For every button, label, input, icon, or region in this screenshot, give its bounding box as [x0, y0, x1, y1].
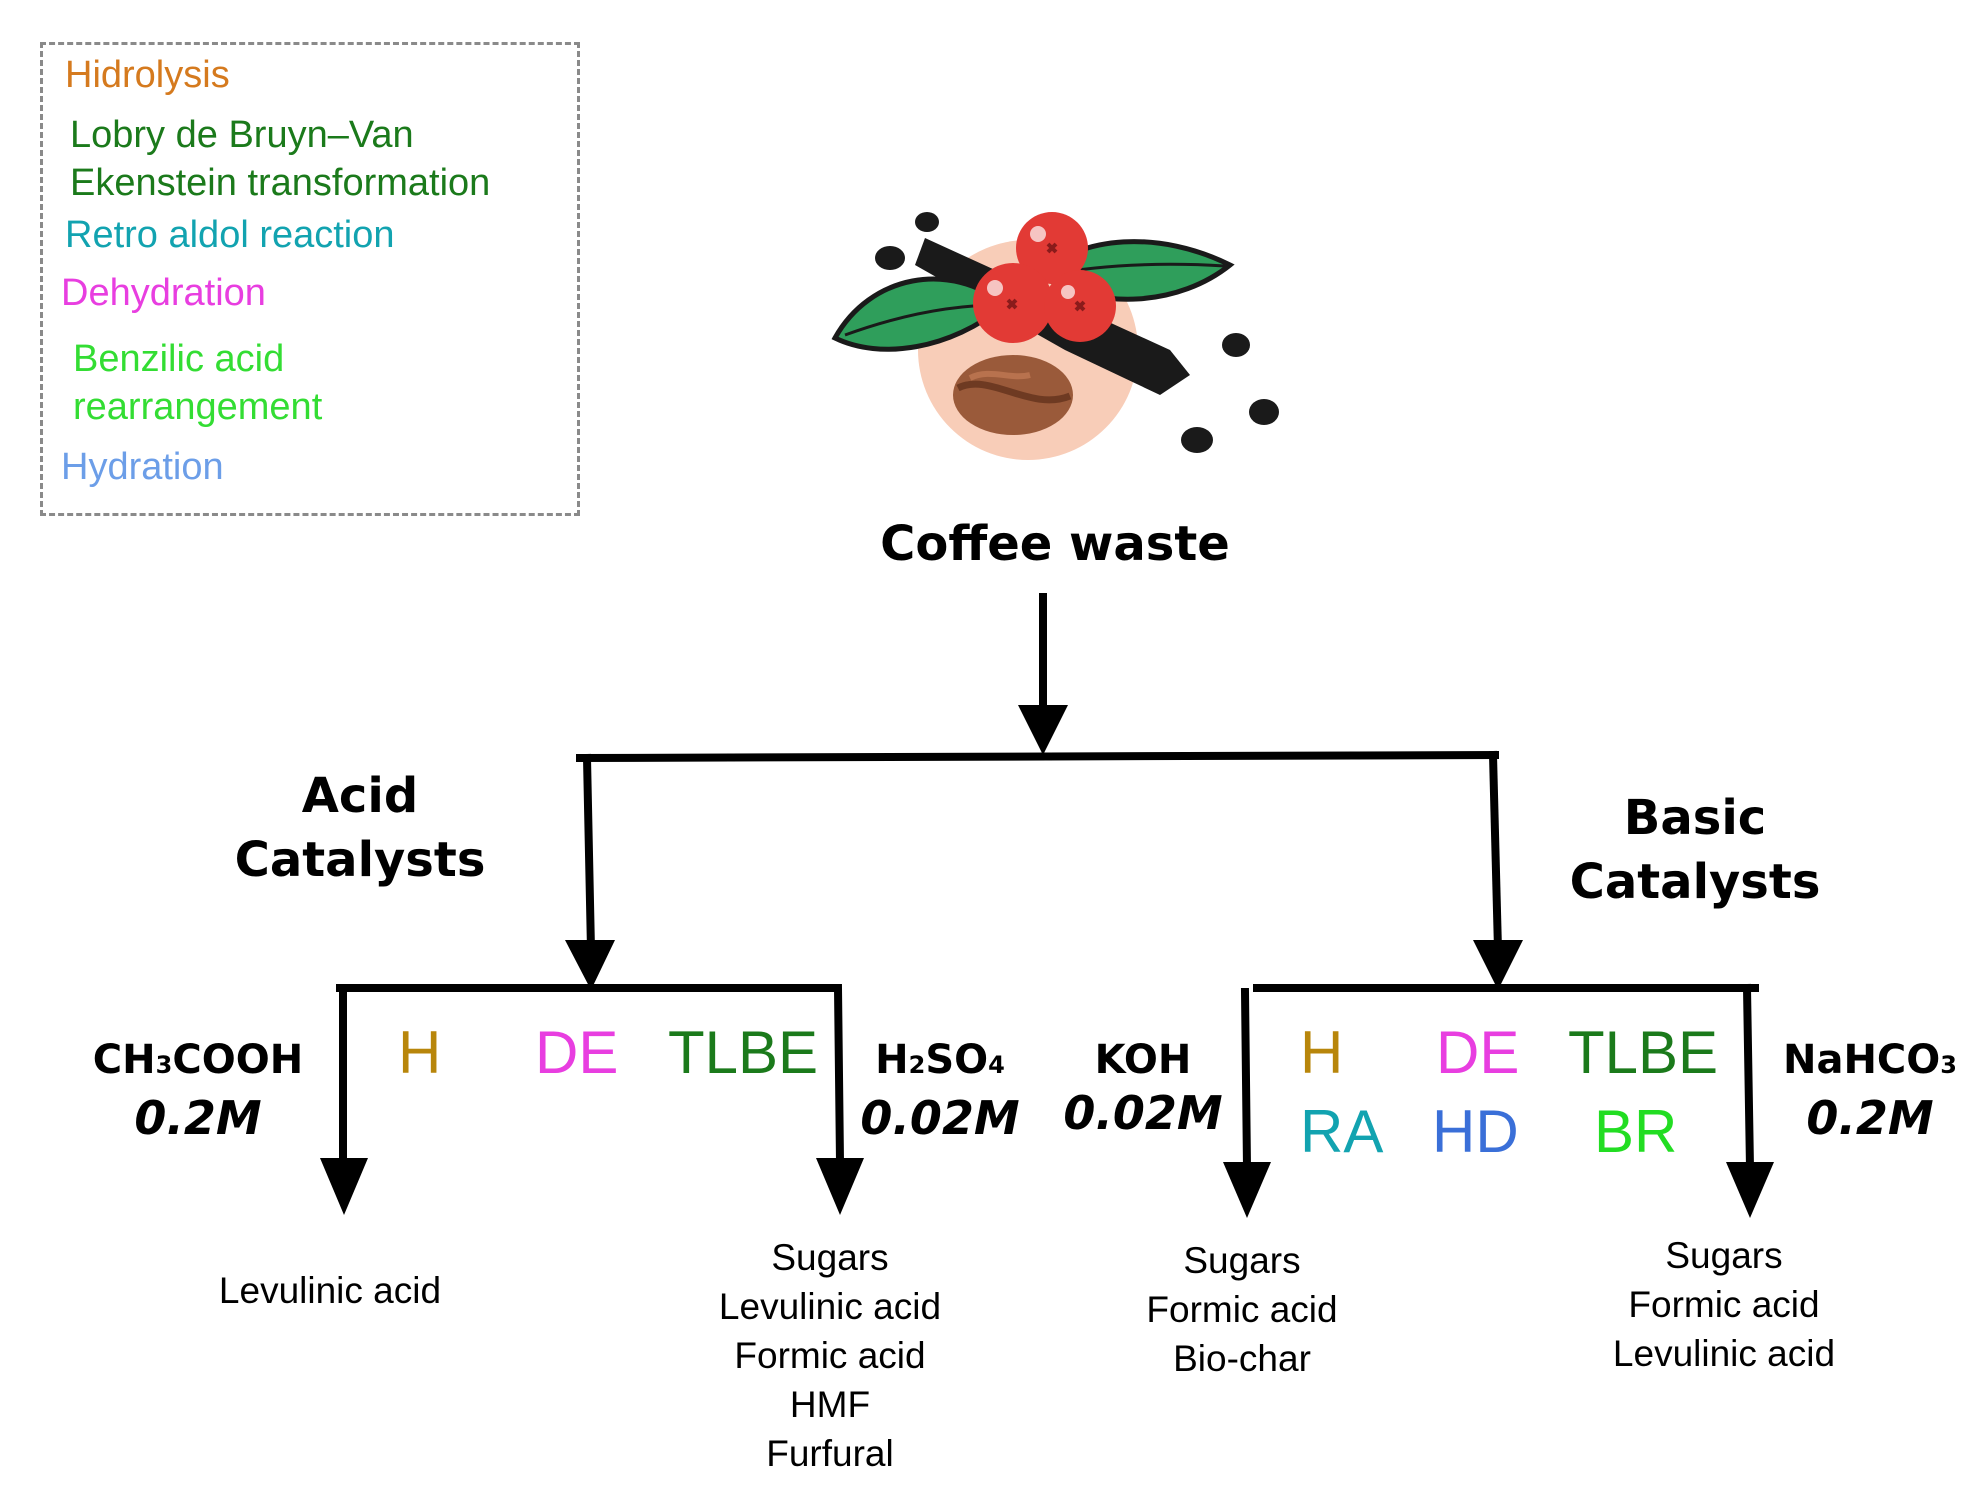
dot-icon: [915, 212, 939, 232]
arrow-nahco3-line: [1742, 983, 1755, 1173]
berry-mark: [1046, 242, 1058, 254]
basic-reaction-de: DE: [1436, 1019, 1520, 1086]
acid-reaction-tlbe: TLBE: [668, 1019, 819, 1086]
dot-icon: [1249, 399, 1279, 425]
legend-dehydration: Dehydration: [61, 272, 266, 314]
acid-reaction-de: DE: [535, 1019, 619, 1086]
product-item: HMF: [789, 1384, 871, 1425]
ch3cooh-concentration: 0.2M: [134, 1091, 262, 1145]
arrowhead-basic: [1473, 940, 1523, 990]
basic-catalysts-title: Basic Catalysts: [1569, 790, 1821, 910]
basic-reaction-h: H: [1300, 1019, 1344, 1086]
products-koh: Sugars Formic acid Bio-char: [1092, 1236, 1392, 1383]
product-item: Formic acid: [1146, 1289, 1338, 1330]
berry-highlight: [987, 280, 1003, 296]
legend-hydration: Hydration: [61, 446, 224, 488]
legend-benzilic: Benzilic acid rearrangement: [73, 338, 323, 428]
basic-reaction-hd: HD: [1432, 1098, 1519, 1165]
catalyst-nahco3: NaHCO3 0.2M: [1770, 1035, 1970, 1146]
source-label: Coffee waste: [880, 516, 1230, 572]
koh-concentration: 0.02M: [1063, 1086, 1223, 1140]
product-item: Furfural: [766, 1433, 894, 1474]
dot-icon: [875, 246, 905, 270]
bean-crease: [956, 380, 1072, 404]
arrowhead-acid: [565, 940, 615, 990]
ch3cooh-formula: CH3COOH: [92, 1037, 304, 1083]
berry-highlight: [1061, 285, 1075, 299]
arrowhead-h2so4: [816, 1158, 864, 1215]
arrowhead-main: [1018, 705, 1068, 755]
arrowhead-koh: [1223, 1162, 1271, 1218]
acid-catalysts-title: Acid Catalysts: [234, 768, 486, 888]
arrow-koh-line: [1240, 987, 1252, 1173]
catalyst-ch3cooh: CH3COOH 0.2M: [68, 1035, 328, 1146]
products-ch3cooh: Levulinic acid: [180, 1266, 480, 1315]
legend-retro-aldol: Retro aldol reaction: [65, 214, 395, 256]
berry-mark: [1074, 300, 1086, 312]
nahco3-concentration: 0.2M: [1806, 1091, 1934, 1145]
acid-reaction-h: H: [398, 1019, 442, 1086]
dot-icon: [1181, 427, 1213, 453]
basic-reaction-br: BR: [1594, 1098, 1678, 1165]
product-item: Formic acid: [734, 1335, 926, 1376]
berry-mark: [1006, 298, 1018, 310]
product-item: Sugars: [771, 1237, 889, 1278]
h2so4-formula: H2SO4: [875, 1037, 1005, 1083]
product-item: Levulinic acid: [218, 1270, 442, 1311]
arrow-h2so4-line: [833, 983, 845, 1167]
dot-icon: [1222, 333, 1250, 357]
koh-formula: KOH: [1094, 1037, 1192, 1083]
product-item: Formic acid: [1628, 1284, 1820, 1325]
arrow-basic-line: [1488, 750, 1503, 955]
product-item: Bio-char: [1173, 1338, 1311, 1379]
bean-stripe: [968, 370, 1031, 381]
coffee-plant-icon: [831, 212, 1279, 460]
product-item: Sugars: [1665, 1235, 1783, 1276]
legend-lbve: Lobry de Bruyn–Van Ekenstein transformat…: [70, 114, 491, 204]
branch-horizontal: [575, 750, 1500, 763]
h2so4-concentration: 0.02M: [860, 1091, 1020, 1145]
product-item: Levulinic acid: [718, 1286, 942, 1327]
legend-hidrolysis: Hidrolysis: [65, 54, 230, 96]
berry-highlight: [1030, 226, 1046, 242]
arrow-acid-line: [582, 753, 596, 955]
legend-box: Hidrolysis Lobry de Bruyn–Van Ekenstein …: [40, 42, 580, 516]
catalyst-h2so4: H2SO4 0.02M: [855, 1035, 1025, 1146]
catalyst-koh: KOH 0.02M: [1058, 1035, 1228, 1141]
product-item: Levulinic acid: [1612, 1333, 1836, 1374]
arrowhead-ch3cooh: [320, 1158, 368, 1215]
arrowhead-nahco3: [1726, 1162, 1774, 1218]
products-h2so4: Sugars Levulinic acid Formic acid HMF Fu…: [680, 1233, 980, 1478]
nahco3-formula: NaHCO3: [1782, 1037, 1957, 1083]
basic-reaction-tlbe: TLBE: [1568, 1019, 1719, 1086]
product-item: Sugars: [1183, 1240, 1301, 1281]
products-nahco3: Sugars Formic acid Levulinic acid: [1574, 1231, 1874, 1378]
basic-reaction-ra: RA: [1300, 1098, 1384, 1165]
